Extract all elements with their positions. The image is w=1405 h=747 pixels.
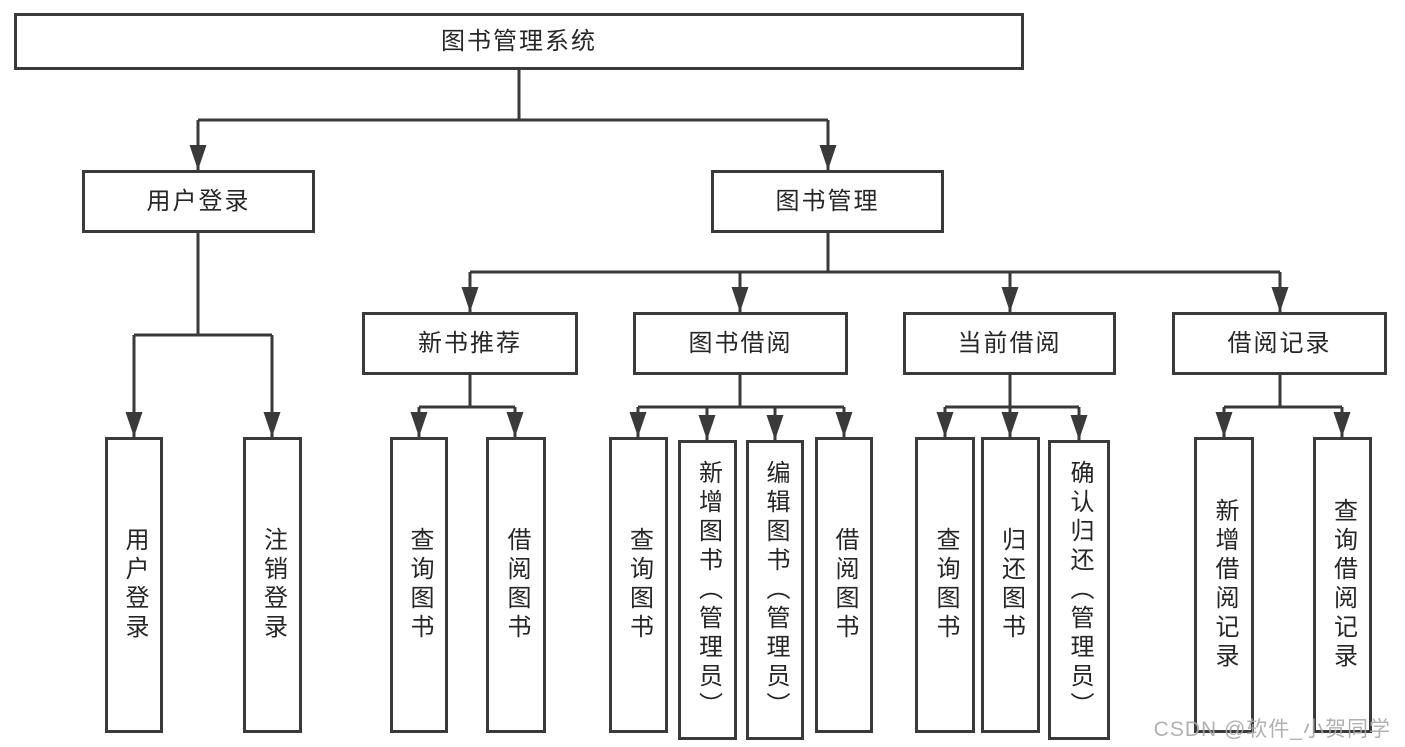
connector-arrows: [125, 120, 1351, 440]
leaf-logout: 注销登录: [243, 437, 302, 733]
leaf-add-book-admin-label: 新增图书（管理员）: [694, 459, 722, 721]
node-borrowing-records-label: 借阅记录: [1227, 329, 1332, 357]
leaf-return-book-label: 归还图书: [997, 527, 1025, 643]
leaf-confirm-return-admin-label: 确认归还（管理员）: [1066, 459, 1093, 721]
leaf-add-borrow-record: 新增借阅记录: [1194, 437, 1254, 733]
node-user-login-label: 用户登录: [146, 187, 251, 215]
node-book-management: 图书管理: [711, 170, 944, 233]
leaf-edit-book-admin: 编辑图书（管理员）: [746, 440, 804, 740]
node-borrowing-records: 借阅记录: [1172, 312, 1387, 375]
leaf-edit-book-admin-label: 编辑图书（管理员）: [762, 459, 789, 721]
leaf-query-borrow-record: 查询借阅记录: [1313, 437, 1372, 733]
leaf-user-login: 用户登录: [105, 437, 163, 733]
leaf-borrow-book-1: 借阅图书: [486, 437, 546, 733]
node-current-borrowing: 当前借阅: [903, 312, 1116, 375]
leaf-add-book-admin: 新增图书（管理员）: [678, 440, 737, 740]
node-current-borrowing-label: 当前借阅: [957, 329, 1062, 357]
node-book-borrowing: 图书借阅: [633, 312, 848, 375]
node-new-book-recommend-label: 新书推荐: [418, 329, 522, 357]
connector-trunks: [134, 70, 1342, 409]
leaf-query-book-2-label: 查询图书: [625, 527, 653, 643]
leaf-query-book-3-label: 查询图书: [932, 527, 959, 643]
leaf-add-borrow-record-label: 新增借阅记录: [1211, 498, 1238, 672]
leaf-query-book-3: 查询图书: [915, 437, 975, 733]
leaf-query-book-1-label: 查询图书: [406, 527, 433, 643]
leaf-borrow-book-2-label: 借阅图书: [831, 527, 858, 643]
csdn-watermark: CSDN @软件_小贺同学: [1153, 718, 1391, 741]
leaf-return-book: 归还图书: [981, 437, 1040, 733]
node-new-book-recommend: 新书推荐: [362, 312, 578, 375]
leaf-query-borrow-record-label: 查询借阅记录: [1329, 498, 1357, 672]
leaf-logout-label: 注销登录: [259, 527, 287, 643]
leaf-borrow-book-2: 借阅图书: [815, 437, 873, 733]
node-book-borrowing-label: 图书借阅: [688, 329, 793, 357]
leaf-user-login-label: 用户登录: [121, 527, 148, 643]
node-user-login: 用户登录: [82, 170, 315, 233]
leaf-confirm-return-admin: 确认归还（管理员）: [1048, 440, 1110, 740]
node-root-label: 图书管理系统: [441, 27, 597, 55]
leaf-query-book-1: 查询图书: [390, 437, 448, 733]
node-book-management-label: 图书管理: [775, 187, 880, 215]
leaf-query-book-2: 查询图书: [609, 437, 668, 733]
leaf-borrow-book-1-label: 借阅图书: [503, 527, 530, 643]
node-root: 图书管理系统: [14, 13, 1024, 70]
